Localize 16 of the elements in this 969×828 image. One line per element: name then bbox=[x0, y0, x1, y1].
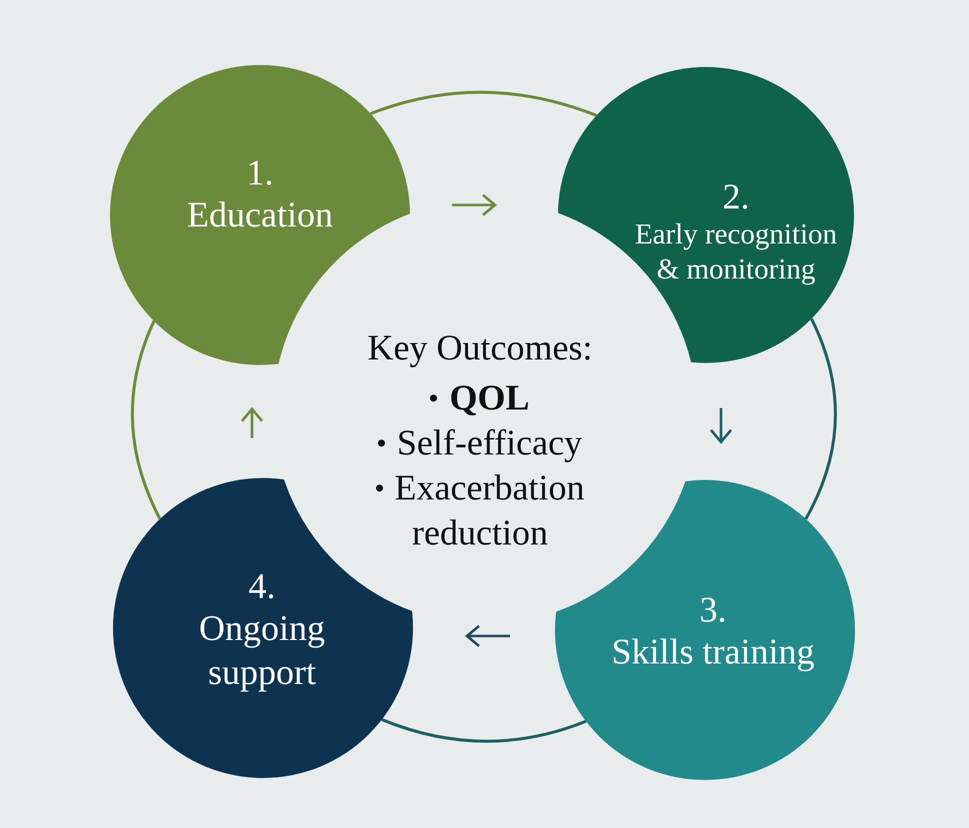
step-number: 1. bbox=[246, 152, 274, 194]
step-number: 3. bbox=[700, 590, 726, 632]
outcomes-heading: Key Outcomes: bbox=[368, 326, 592, 370]
step-label: Ongoing support bbox=[198, 608, 326, 694]
step-label: Early recognition & monitoring bbox=[634, 218, 838, 288]
step-number: 4. bbox=[248, 566, 276, 608]
step-label: Education bbox=[187, 194, 333, 238]
connector-arc bbox=[130, 320, 162, 520]
outcome-item: Exacerbation reduction bbox=[394, 467, 584, 552]
connector-arc bbox=[370, 90, 597, 117]
outcome-item: QOL bbox=[449, 377, 530, 418]
step-number: 2. bbox=[722, 176, 750, 218]
step-label: Skills training bbox=[611, 631, 814, 674]
connector-arc bbox=[381, 718, 586, 743]
outcome-item: Self-efficacy bbox=[396, 422, 582, 462]
connector-arc bbox=[804, 318, 837, 520]
